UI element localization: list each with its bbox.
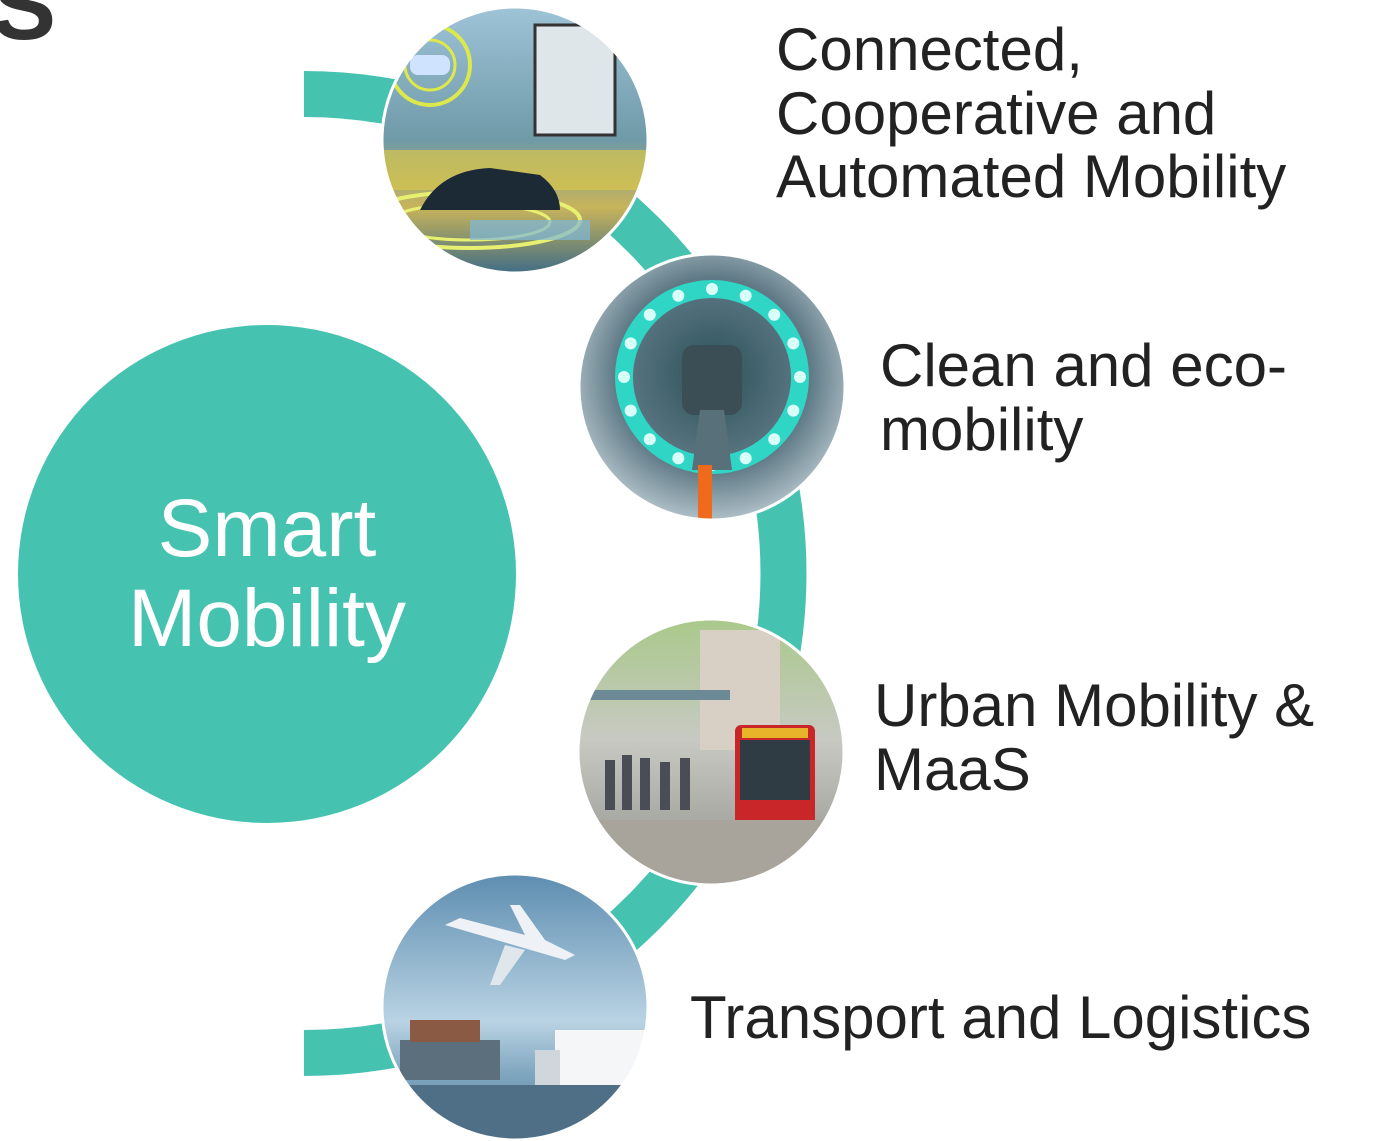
item-label-connected-mobility: Connected, Cooperative and Automated Mob…	[776, 18, 1286, 209]
led-dot	[672, 452, 685, 465]
led-dot	[787, 404, 800, 417]
item-label-line: Urban Mobility &	[874, 672, 1315, 739]
autonomous-car-photo	[382, 7, 648, 273]
item-label-line: Cooperative and	[776, 79, 1217, 147]
led-dot	[643, 308, 656, 321]
item-label-line: Transport and Logistics	[690, 984, 1312, 1051]
led-dot	[794, 371, 806, 383]
center-circle	[18, 325, 516, 823]
led-dot	[787, 337, 800, 350]
led-dot	[739, 452, 752, 465]
led-dot	[618, 371, 630, 383]
led-dot	[624, 404, 637, 417]
item-label-line: MaaS	[874, 735, 1031, 803]
center-label-line1: Smart	[157, 482, 377, 574]
city-bus-photo	[578, 619, 844, 885]
item-label-transport-logistics: Transport and Logistics	[690, 986, 1311, 1050]
ev-charging-photo	[579, 254, 845, 520]
led-dot	[624, 337, 637, 350]
item-label-urban-mobility: Urban Mobility & MaaS	[874, 674, 1314, 801]
item-label-line: mobility	[880, 395, 1084, 463]
item-label-line: Clean and eco-	[880, 332, 1287, 399]
center-label-line2: Mobility	[128, 573, 406, 664]
photo-ring-1	[380, 5, 650, 275]
item-label-line: Connected,	[776, 16, 1083, 83]
title-fragment: S	[0, 0, 57, 60]
photo-ring-3	[576, 617, 846, 887]
photo-ring-4	[380, 872, 650, 1141]
led-dot	[739, 289, 752, 302]
led-dot	[706, 283, 718, 295]
photo-ring-2	[577, 252, 847, 522]
led-dot	[768, 308, 781, 321]
led-dot	[643, 433, 656, 446]
led-dot	[768, 433, 781, 446]
center-label: Smart Mobility	[18, 325, 516, 823]
item-label-line: Automated Mobility	[776, 143, 1287, 211]
item-label-clean-eco-mobility: Clean and eco- mobility	[880, 334, 1287, 461]
led-dot	[672, 289, 685, 302]
